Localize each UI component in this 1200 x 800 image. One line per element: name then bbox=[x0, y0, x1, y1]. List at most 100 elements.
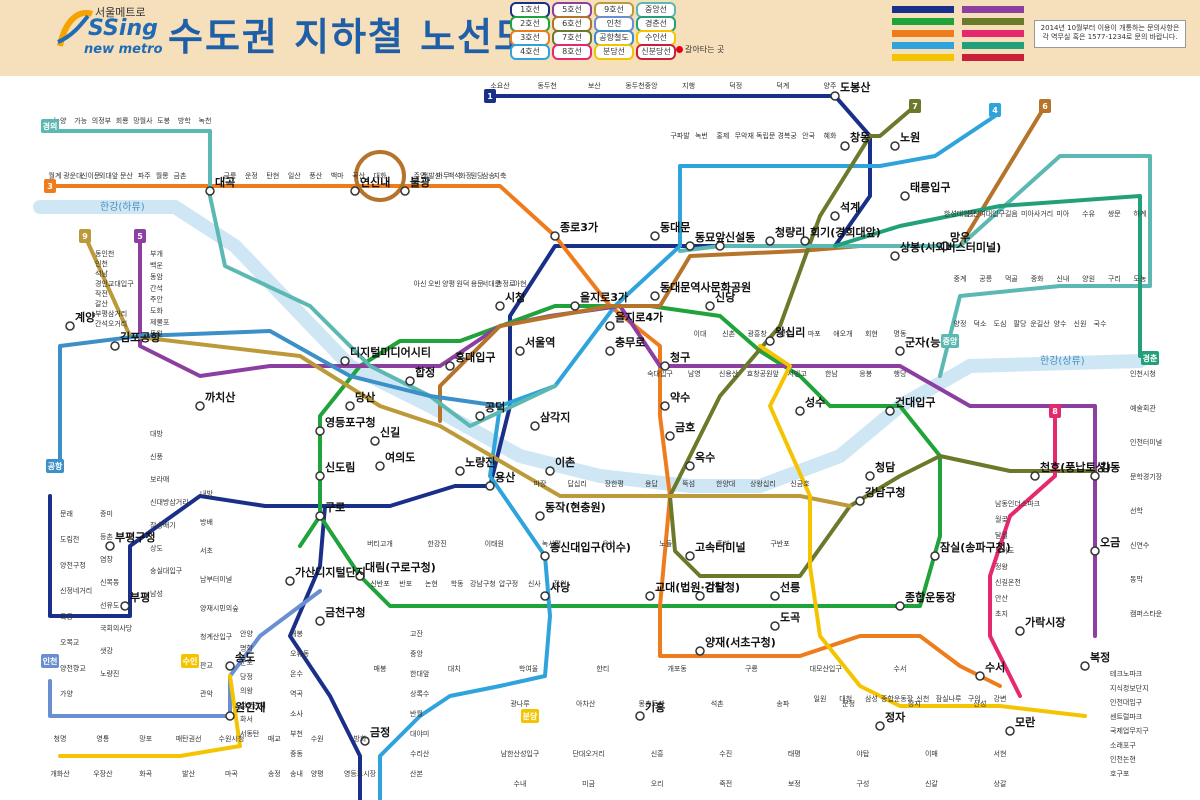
station-marker[interactable] bbox=[1090, 471, 1100, 481]
station-marker[interactable] bbox=[455, 466, 465, 476]
station-marker[interactable] bbox=[475, 411, 485, 421]
station-marker[interactable] bbox=[570, 301, 580, 311]
station-marker[interactable] bbox=[975, 671, 985, 681]
station-marker[interactable] bbox=[65, 321, 75, 331]
station-marker[interactable] bbox=[765, 336, 775, 346]
station-marker[interactable] bbox=[770, 591, 780, 601]
station-marker[interactable] bbox=[645, 591, 655, 601]
station-marker[interactable] bbox=[840, 141, 850, 151]
station-marker[interactable] bbox=[830, 91, 840, 101]
station-label: 오빈 bbox=[428, 279, 441, 288]
station-marker[interactable] bbox=[110, 341, 120, 351]
station-label: 선학 bbox=[1130, 506, 1143, 515]
station-marker[interactable] bbox=[765, 236, 775, 246]
station-marker[interactable] bbox=[895, 346, 905, 356]
station-marker[interactable] bbox=[665, 431, 675, 441]
station-marker[interactable] bbox=[650, 231, 660, 241]
station-marker[interactable] bbox=[340, 356, 350, 366]
station-label: 부평삼거리 bbox=[95, 309, 127, 318]
station-marker[interactable] bbox=[855, 496, 865, 506]
station-marker[interactable] bbox=[770, 621, 780, 631]
station-marker[interactable] bbox=[830, 211, 840, 221]
station-marker[interactable] bbox=[515, 346, 525, 356]
station-marker[interactable] bbox=[660, 401, 670, 411]
station-label: 삼성 bbox=[865, 694, 878, 703]
station-label-major: 청구 bbox=[670, 350, 690, 364]
station-marker[interactable] bbox=[940, 241, 950, 251]
station-marker[interactable] bbox=[1015, 626, 1025, 636]
station-label-major: 정자 bbox=[885, 710, 906, 724]
station-label-major: 영등포구청 bbox=[325, 415, 376, 429]
station-label: 역곡 bbox=[290, 689, 303, 698]
station-label-major: 송도 bbox=[235, 651, 255, 664]
station-marker[interactable] bbox=[695, 591, 705, 601]
station-marker[interactable] bbox=[900, 191, 910, 201]
station-label: 운정 bbox=[245, 171, 258, 180]
station-marker[interactable] bbox=[715, 241, 725, 251]
station-marker[interactable] bbox=[695, 646, 705, 656]
station-marker[interactable] bbox=[315, 426, 325, 436]
station-marker[interactable] bbox=[650, 291, 660, 301]
station-marker[interactable] bbox=[285, 576, 295, 586]
station-label: 간석오거리 bbox=[95, 319, 127, 328]
station-marker[interactable] bbox=[685, 461, 695, 471]
station-marker[interactable] bbox=[795, 406, 805, 416]
station-marker[interactable] bbox=[120, 601, 130, 611]
station-marker[interactable] bbox=[1080, 661, 1090, 671]
station-marker[interactable] bbox=[685, 241, 695, 251]
station-marker[interactable] bbox=[885, 406, 895, 416]
station-label: 등촌 bbox=[100, 532, 113, 541]
station-marker[interactable] bbox=[530, 421, 540, 431]
station-marker[interactable] bbox=[635, 711, 645, 721]
station-marker[interactable] bbox=[930, 551, 940, 561]
station-marker[interactable] bbox=[1090, 546, 1100, 556]
station-marker[interactable] bbox=[315, 511, 325, 521]
station-marker[interactable] bbox=[405, 376, 415, 386]
station-marker[interactable] bbox=[360, 736, 370, 746]
station-label: 양평 bbox=[311, 769, 324, 778]
station-marker[interactable] bbox=[345, 401, 355, 411]
line-badge-label: 경춘 bbox=[1143, 353, 1158, 363]
station-marker[interactable] bbox=[225, 711, 235, 721]
station-marker[interactable] bbox=[1030, 471, 1040, 481]
station-marker[interactable] bbox=[800, 236, 810, 246]
station-marker[interactable] bbox=[375, 461, 385, 471]
station-marker[interactable] bbox=[370, 436, 380, 446]
station-marker[interactable] bbox=[535, 511, 545, 521]
station-marker[interactable] bbox=[195, 401, 205, 411]
station-marker[interactable] bbox=[350, 186, 360, 196]
station-marker[interactable] bbox=[355, 571, 365, 581]
station-marker[interactable] bbox=[495, 301, 505, 311]
station-marker[interactable] bbox=[605, 346, 615, 356]
station-marker[interactable] bbox=[315, 471, 325, 481]
station-marker[interactable] bbox=[605, 321, 615, 331]
station-marker[interactable] bbox=[890, 141, 900, 151]
station-marker[interactable] bbox=[685, 551, 695, 561]
station-label: 무악재 bbox=[735, 132, 754, 140]
station-marker[interactable] bbox=[225, 661, 235, 671]
station-marker[interactable] bbox=[705, 301, 715, 311]
station-marker[interactable] bbox=[545, 466, 555, 476]
station-marker[interactable] bbox=[315, 616, 325, 626]
line-path-suin bbox=[58, 674, 242, 758]
station-marker[interactable] bbox=[540, 591, 550, 601]
station-label: 수유 bbox=[1082, 210, 1095, 218]
station-marker[interactable] bbox=[890, 251, 900, 261]
line-badge-label: 1 bbox=[487, 92, 493, 101]
station-marker[interactable] bbox=[1005, 726, 1015, 736]
station-marker[interactable] bbox=[550, 231, 560, 241]
station-marker[interactable] bbox=[875, 721, 885, 731]
station-label: 성신여대입구 bbox=[966, 209, 1005, 218]
station-marker[interactable] bbox=[485, 481, 495, 491]
station-label: 원당 bbox=[471, 171, 484, 180]
station-marker[interactable] bbox=[895, 601, 905, 611]
station-marker[interactable] bbox=[400, 186, 410, 196]
station-label: 석촌 bbox=[711, 699, 724, 708]
station-marker[interactable] bbox=[105, 541, 115, 551]
station-marker[interactable] bbox=[660, 361, 670, 371]
station-marker[interactable] bbox=[445, 361, 455, 371]
station-marker[interactable] bbox=[865, 471, 875, 481]
station-marker[interactable] bbox=[540, 551, 550, 561]
station-label: 센트럴파크 bbox=[1110, 712, 1143, 721]
station-marker[interactable] bbox=[205, 186, 215, 196]
